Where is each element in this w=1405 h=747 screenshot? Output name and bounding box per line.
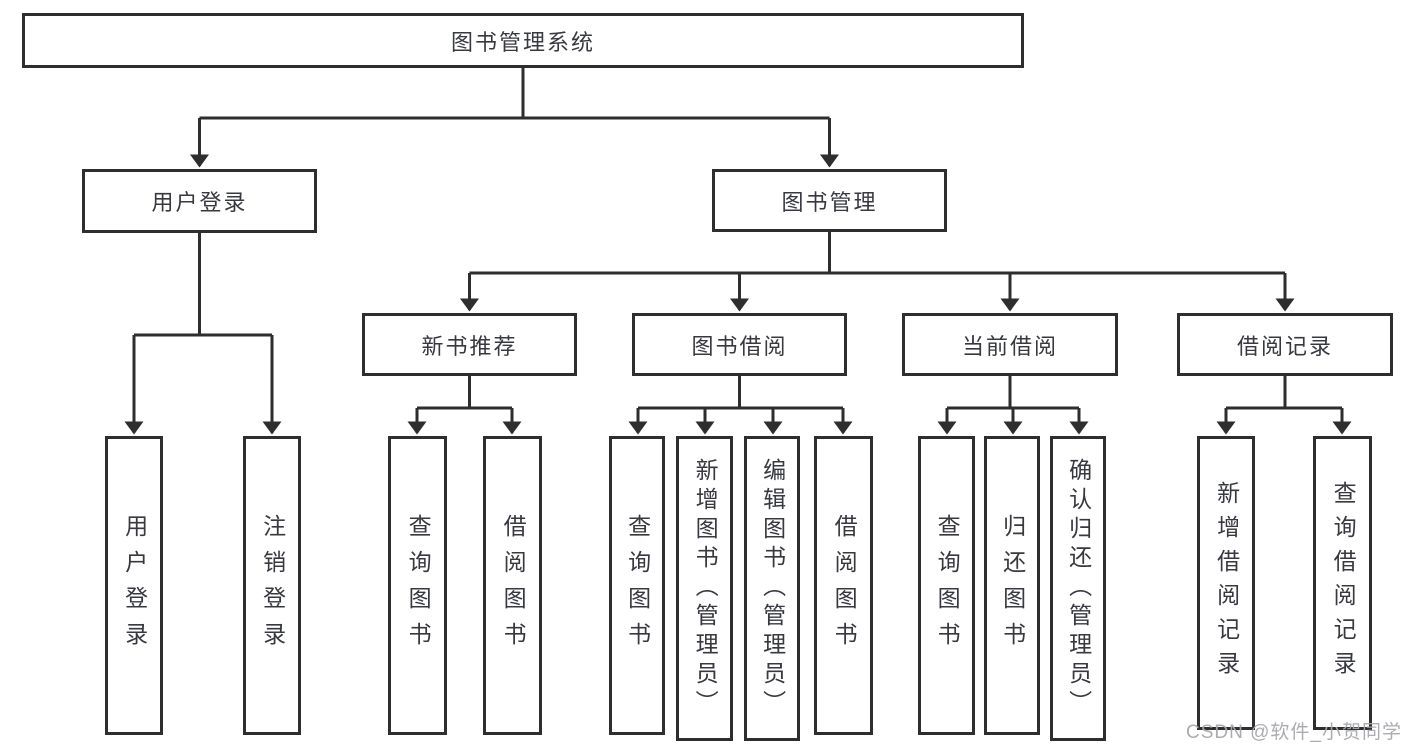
node-user-login: 用户登录 xyxy=(82,169,317,233)
leaf-user-login: 用户登录 xyxy=(105,436,163,735)
leaf-borrowing-edit-books-admin: 编辑图书（管理员） xyxy=(744,436,800,741)
node-book-management: 图书管理 xyxy=(712,169,947,232)
leaf-borrowing-query-books: 查询图书 xyxy=(609,436,665,735)
leaf-current-return-books: 归还图书 xyxy=(984,436,1040,735)
leaf-records-query-record: 查询借阅记录 xyxy=(1313,436,1372,730)
leaf-newbooks-borrow-books: 借阅图书 xyxy=(483,436,542,735)
leaf-records-add-record: 新增借阅记录 xyxy=(1197,436,1255,730)
leaf-borrowing-add-books-admin: 新增图书（管理员） xyxy=(676,436,733,741)
leaf-borrowing-borrow-books: 借阅图书 xyxy=(814,436,873,735)
leaf-current-confirm-return-admin: 确认归还（管理员） xyxy=(1050,436,1106,741)
connector-borrow-records-split xyxy=(1226,376,1342,410)
node-library-system: 图书管理系统 xyxy=(22,13,1024,68)
connector-user-login-split xyxy=(134,233,272,337)
connector-book-borrowing-split xyxy=(638,376,843,410)
node-new-book-recommend: 新书推荐 xyxy=(362,313,577,376)
leaf-logout: 注销登录 xyxy=(243,436,301,735)
connector-root-to-level2 xyxy=(199,68,830,120)
node-current-borrowing: 当前借阅 xyxy=(902,313,1118,376)
connector-new-books-split xyxy=(417,376,512,410)
connector-book-mgmt-split xyxy=(469,232,1285,275)
node-borrowing-records: 借阅记录 xyxy=(1177,313,1393,376)
leaf-newbooks-query-books: 查询图书 xyxy=(388,436,447,735)
leaf-current-query-books: 查询图书 xyxy=(918,436,975,735)
connector-current-borrowing-split xyxy=(947,376,1079,410)
node-book-borrowing: 图书借阅 xyxy=(632,313,847,376)
